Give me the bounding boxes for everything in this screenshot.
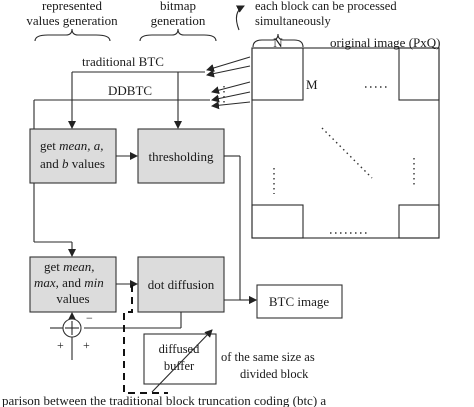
buffer-dashed-path [123,285,168,394]
get-mean-ab-text: get mean, a, [40,138,104,153]
original-image-label: original image (PxQ) [330,35,440,50]
btc-image-label: BTC image [269,294,330,309]
block-top-left [251,47,304,101]
buffer-note-line1: of the same size as [221,350,315,364]
thresholding-box [137,128,225,184]
figure-caption: parison between the traditional block tr… [2,393,326,407]
parallel-label-line1: each block can be processed [255,0,397,13]
grid-dots-diagonal [321,127,373,179]
bitmap-label-line2: generation [151,13,206,28]
ddbtc-arrow-in-3 [211,101,251,110]
block-bottom-right [398,204,440,239]
m-label: M [306,77,318,92]
block-bottom-left [251,204,304,239]
btc-arrow-in [206,56,251,72]
represented-label-line1: represented [42,0,102,13]
represented-brace [34,28,111,42]
buffer-note-line2: divided block [240,367,309,381]
get-mean-ab-text-line2: and b values [40,156,105,171]
diffused-buffer-line2: buffer [164,359,195,373]
n-brace [252,33,304,48]
traditional-btc-label: traditional BTC [82,54,164,69]
bitmap-label-line1: bitmap [160,0,196,13]
adder-plus-right: + [83,338,90,352]
btc-image-box [256,284,343,319]
parallel-label-line2: simultaneously [255,14,331,28]
btc-arrow-in-2 [206,65,251,78]
adder-minus: − [86,311,93,325]
thresholding-label: thresholding [149,149,214,164]
get-mean-max-min-line1: get mean, [44,259,95,274]
bitmap-brace [139,28,217,42]
ddbtc-arrow-in [211,81,251,95]
buffer-slash-arrow [151,329,213,393]
parallel-curve-arrow [235,5,245,31]
ddbtc-label: DDBTC [108,83,152,98]
get-mean-max-min-line2: max, and min [34,275,104,290]
block-top-right [398,47,440,101]
adder-plus-left: + [57,338,64,352]
get-mean-max-min-box [29,256,117,313]
dot-diffusion-label: dot diffusion [148,277,215,292]
ddbtc-arrow-in-2 [211,91,251,103]
diffused-buffer-box [143,333,217,385]
original-image-frame [251,47,440,239]
dot-diffusion-box [137,256,225,313]
n-label: N [273,35,283,50]
represented-label-line2: values generation [26,13,118,28]
get-mean-max-min-line3: values [56,291,89,306]
